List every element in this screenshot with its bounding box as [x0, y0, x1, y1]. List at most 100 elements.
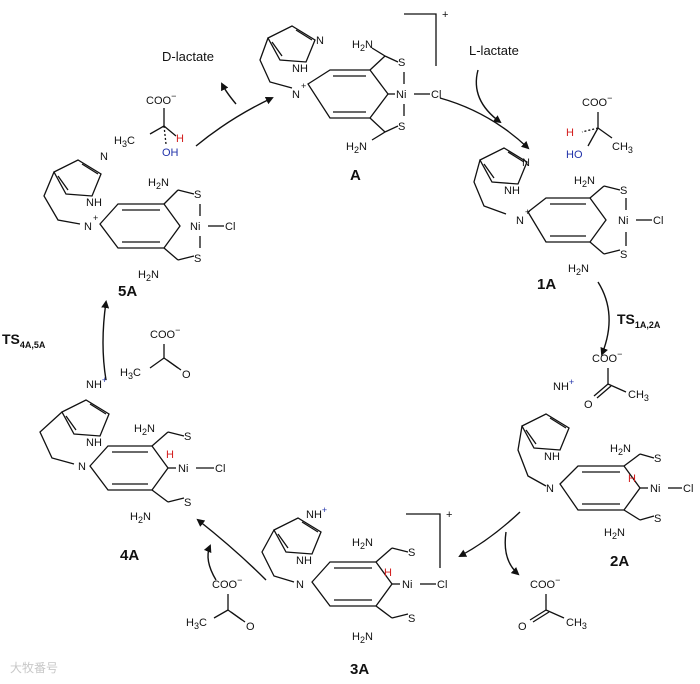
pyruvate-2A: COO− O CH3 [584, 349, 649, 411]
svg-text:H2N: H2N [138, 269, 159, 283]
complex-2A: COO− O CH3 NH+ NH N S H2N S H2N H Ni Cl … [517, 349, 693, 570]
svg-text:NH+: NH+ [553, 377, 574, 393]
pyridinium-ring: N + [292, 69, 389, 119]
sulfur-top: S [398, 57, 405, 69]
svg-text:O: O [246, 621, 255, 633]
svg-text:S: S [194, 253, 201, 265]
svg-text:N: N [78, 461, 86, 473]
d-lactate-h: H [176, 133, 184, 145]
svg-text:H3C: H3C [120, 367, 141, 381]
svg-text:COO−: COO− [146, 91, 176, 107]
svg-text:COO−: COO− [592, 349, 622, 365]
svg-text:Cl: Cl [225, 221, 235, 233]
thioamide-bottom: S H2N [346, 117, 405, 155]
svg-text:O: O [182, 369, 191, 381]
svg-text:H2N: H2N [134, 423, 155, 437]
svg-text:S: S [620, 249, 627, 261]
label-2A: 2A [610, 553, 629, 570]
complex-5A: N NH N + S H2N S H2N Ni Cl 5A [43, 151, 235, 300]
svg-text:COO−: COO− [530, 575, 560, 591]
d-lactate-structure: COO− H3C H OH [114, 91, 184, 159]
complex-charge: + [442, 9, 448, 21]
d-lactate-oh: OH [162, 147, 179, 159]
l-lactate-h: H [566, 127, 574, 139]
hydride-3A: H [384, 567, 392, 579]
svg-text:H2N: H2N [352, 631, 373, 645]
svg-text:S: S [654, 513, 661, 525]
svg-text:O: O [584, 399, 593, 411]
arrow-5A-to-A [195, 96, 274, 147]
imidazole-n: N [316, 35, 324, 47]
svg-text:H2N: H2N [604, 527, 625, 541]
svg-text:H3C: H3C [114, 135, 135, 149]
svg-text:S: S [408, 613, 415, 625]
svg-text:H2N: H2N [574, 175, 595, 189]
svg-text:Cl: Cl [683, 483, 693, 495]
svg-text:N: N [100, 151, 108, 163]
complex-4A: COO− H3C O NH+ NH N S H2N S H2N H Ni Cl … [39, 325, 225, 564]
arrow-d-lactate-out [221, 82, 237, 105]
svg-text:S: S [184, 497, 191, 509]
svg-text:COO−: COO− [582, 93, 612, 109]
svg-text:Cl: Cl [215, 463, 225, 475]
svg-text:+: + [446, 509, 452, 521]
svg-text:NH: NH [86, 437, 102, 449]
svg-text:COO−: COO− [150, 325, 180, 341]
svg-text:NH+: NH+ [86, 375, 107, 391]
thioamide-top: S H2N [352, 39, 405, 71]
svg-text:NH: NH [544, 451, 560, 463]
label-4A: 4A [120, 547, 139, 564]
complex-1A: N NH N + S H2N S H2N Ni Cl 1A [473, 147, 663, 293]
svg-text:+: + [93, 213, 98, 223]
arrow-3A-to-4A [196, 518, 267, 581]
arrow-4A-to-5A [101, 300, 110, 381]
arrow-pyruvate-out [504, 531, 520, 576]
svg-text:NH+: NH+ [306, 505, 327, 521]
hydride-2A: H [628, 473, 636, 485]
svg-text:NH: NH [504, 185, 520, 197]
svg-text:S: S [184, 431, 191, 443]
svg-text:H2N: H2N [346, 141, 367, 155]
svg-text:H2N: H2N [352, 39, 373, 53]
chloride: Cl [431, 89, 441, 101]
watermark: 大牧番号 [10, 661, 58, 675]
arrow-l-lactate-in [475, 69, 502, 124]
pyruvate-released: COO− O CH3 [518, 575, 587, 633]
d-lactate-label: D-lactate [162, 49, 214, 64]
ts-4a-5a: TS4A,5A [2, 331, 46, 350]
svg-text:COO−: COO− [212, 575, 242, 591]
svg-text:+: + [525, 207, 530, 217]
svg-text:CH3: CH3 [612, 141, 633, 155]
svg-text:Ni: Ni [402, 579, 412, 591]
svg-text:NH: NH [296, 555, 312, 567]
arrow-A-to-1A [439, 97, 530, 150]
svg-text:S: S [654, 453, 661, 465]
label-5A: 5A [118, 283, 137, 300]
complex-3A: NH+ NH N S H2N S H2N H Ni Cl + 3A [261, 505, 452, 678]
svg-text:N: N [546, 483, 554, 495]
charge-bracket [404, 13, 437, 66]
svg-text:Cl: Cl [437, 579, 447, 591]
svg-text:S: S [194, 189, 201, 201]
svg-text:N: N [516, 215, 524, 227]
hydride-4A: H [166, 449, 174, 461]
svg-text:O: O [518, 621, 527, 633]
svg-text:CH3: CH3 [628, 389, 649, 403]
svg-text:H2N: H2N [610, 443, 631, 457]
svg-text:CH3: CH3 [566, 617, 587, 631]
svg-text:N: N [296, 579, 304, 591]
svg-text:S: S [620, 185, 627, 197]
ring-n-charge: + [301, 81, 306, 91]
svg-text:N: N [522, 157, 530, 169]
svg-text:H2N: H2N [130, 511, 151, 525]
label-3A: 3A [350, 661, 369, 678]
ring-n: N [292, 89, 300, 101]
nickel: Ni [396, 89, 406, 101]
arrow-pyruvate-in [203, 544, 217, 581]
svg-text:H2N: H2N [568, 263, 589, 277]
svg-text:Ni: Ni [618, 215, 628, 227]
ethyl-linker [259, 37, 293, 89]
ts-1a-2a: TS1A,2A [617, 311, 661, 330]
svg-text:Ni: Ni [190, 221, 200, 233]
